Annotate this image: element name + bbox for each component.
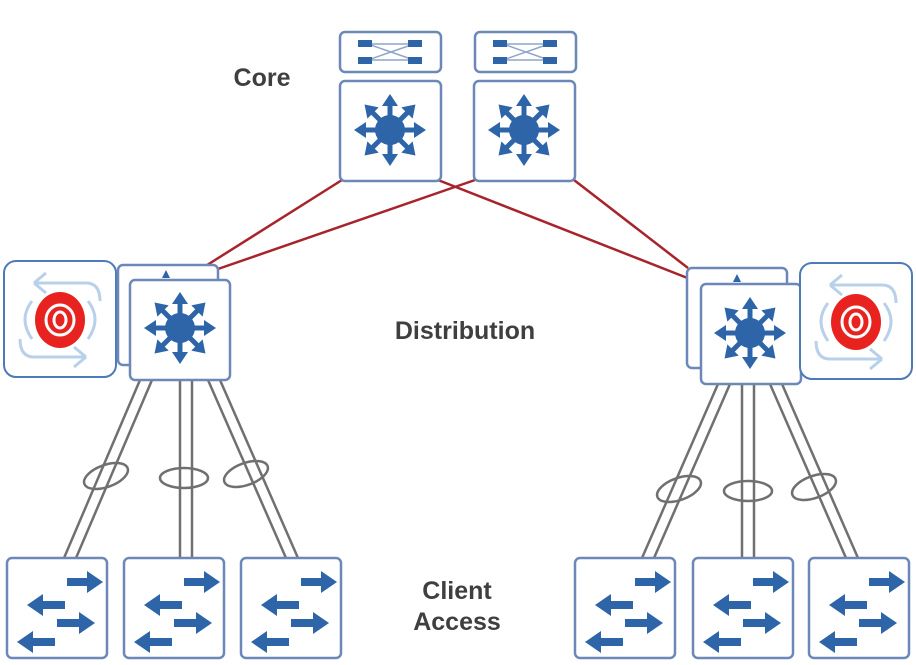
access-switch-5[interactable]	[691, 556, 795, 660]
access-label-line-1: Client	[422, 577, 492, 605]
distribution-switch-right[interactable]	[685, 262, 913, 386]
etherchannel-distright-access4	[640, 383, 732, 559]
stack-module-icon	[493, 40, 557, 64]
access-links	[62, 379, 860, 559]
etherchannel-distleft-access1	[62, 379, 154, 559]
link-core2-distright	[573, 179, 689, 269]
core-links	[203, 178, 691, 281]
core-switch-1[interactable]	[338, 30, 443, 183]
access-switch-4[interactable]	[573, 556, 677, 660]
access-label-line-2: Access	[413, 608, 501, 636]
multilayer-switch-icon	[354, 94, 426, 166]
access-switch-6[interactable]	[807, 556, 911, 660]
link-core2-distleft	[214, 178, 476, 272]
core-switch-2[interactable]	[472, 30, 578, 183]
access-layer-label: Client Access	[392, 576, 522, 638]
link-core1-distright	[437, 178, 691, 281]
link-core1-distleft	[203, 178, 343, 269]
etherchannel-distright-access6	[768, 383, 860, 559]
access-switch-2[interactable]	[122, 556, 226, 660]
multilayer-switch-icon	[488, 94, 560, 166]
access-switch-1[interactable]	[5, 556, 109, 660]
access-switch-3[interactable]	[239, 556, 343, 660]
distribution-switch-left[interactable]	[3, 260, 232, 382]
etherchannel-distleft-access3	[206, 379, 300, 559]
distribution-layer-label: Distribution	[394, 317, 536, 345]
etherchannel-distright-access5	[722, 384, 774, 558]
multilayer-switch-icon	[714, 297, 786, 369]
etherchannel-distleft-access2	[158, 380, 210, 558]
core-layer-label: Core	[233, 64, 291, 92]
multilayer-switch-icon	[144, 292, 216, 364]
stack-module-icon	[358, 40, 422, 64]
